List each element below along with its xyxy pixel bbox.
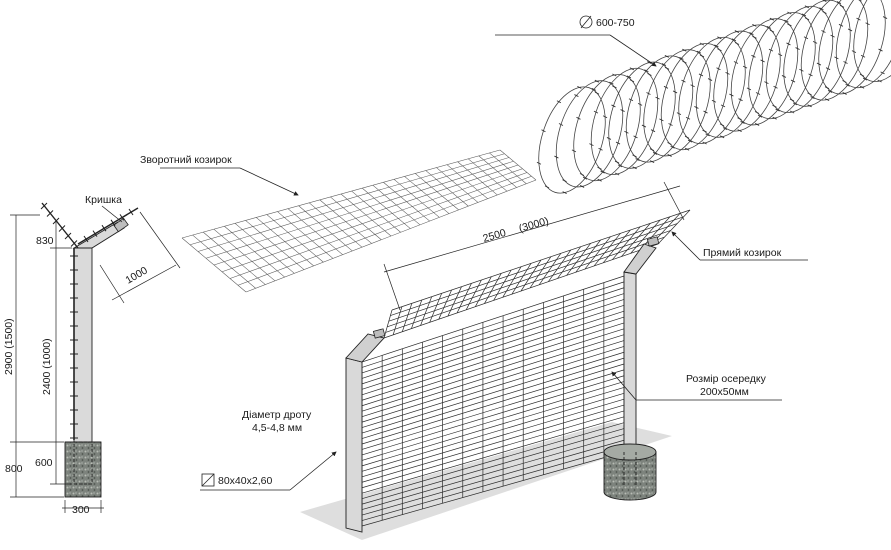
- razor-wire-coil: 600-750: [495, 0, 891, 195]
- ground-plane: [300, 422, 672, 540]
- label-cell-size-1: Розмір осередку: [686, 373, 767, 385]
- dim-830: 830: [36, 235, 54, 247]
- profile-square-icon: [201, 473, 215, 487]
- left-post: [345, 357, 363, 533]
- reverse-visor: Зворотний козирок: [140, 149, 537, 293]
- dim-3000: (3000): [518, 215, 550, 235]
- label-wire-diameter-1: Діаметр дроту: [242, 409, 312, 421]
- side-foundation: [64, 441, 102, 498]
- label-post-profile: 80x40x2,60: [218, 475, 272, 487]
- side-post: [73, 247, 93, 444]
- dim-1000: 1000: [124, 264, 150, 286]
- right-post: [623, 271, 637, 453]
- fence-panel: 2500 (3000) Прямий козирок Розмір осеред…: [200, 181, 808, 540]
- dim-2400: 2400 (1000): [41, 338, 53, 395]
- dim-2900: 2900 (1500): [3, 318, 15, 375]
- label-wire-diameter-2: 4,5-4,8 мм: [252, 422, 302, 434]
- label-reverse-visor: Зворотний козирок: [140, 154, 232, 166]
- side-section: 830 2900 (1500) 2400 (1000) 800 600 300 …: [3, 194, 181, 516]
- dim-600: 600: [35, 457, 53, 469]
- label-cap: Кришка: [85, 194, 122, 206]
- label-razor-diameter: 600-750: [596, 17, 635, 29]
- label-straight-visor: Прямий козирок: [703, 247, 782, 259]
- right-foundation: [603, 451, 657, 501]
- dim-2500: 2500: [482, 227, 508, 245]
- side-cap: [113, 217, 129, 233]
- dim-800: 800: [5, 463, 23, 475]
- diameter-symbol-icon: [579, 15, 593, 29]
- label-cell-size-2: 200x50мм: [700, 386, 749, 398]
- dim-300: 300: [72, 504, 90, 516]
